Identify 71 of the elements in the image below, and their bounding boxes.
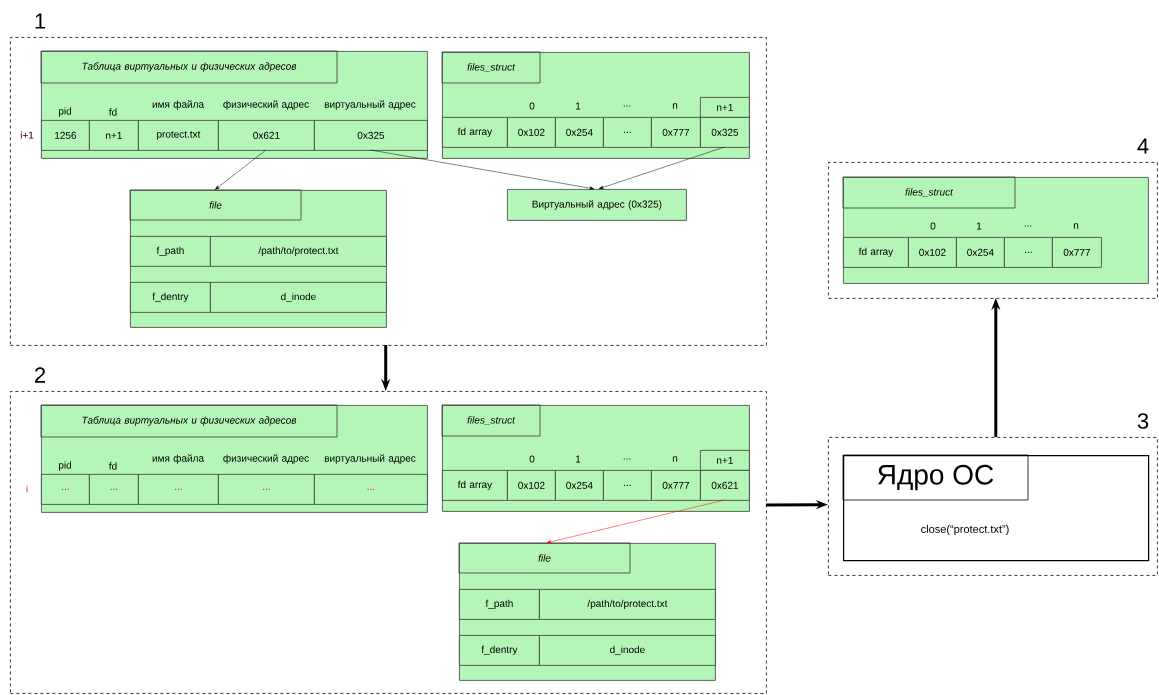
table-cell: 0x325 <box>314 120 428 151</box>
table-cell: 0x777 <box>1052 237 1102 268</box>
column-header: n <box>672 103 678 109</box>
table-cell: ... <box>138 474 219 505</box>
title-tab: Таблица виртуальных и физических адресов <box>40 50 338 84</box>
table-cell: 0x102 <box>507 117 556 148</box>
table-cell: ... <box>89 474 139 505</box>
table-cell: f_dentry <box>130 282 211 313</box>
title-tab: file <box>458 542 631 574</box>
table-cell: 0x325 <box>700 117 750 148</box>
column-header: n <box>672 456 678 462</box>
row-label: i <box>26 485 28 493</box>
table-cell: f_dentry <box>459 635 540 666</box>
table-cell: ... <box>41 474 90 505</box>
column-header: физический адрес <box>223 100 309 110</box>
column-header: физический адрес <box>223 454 309 464</box>
title-tab: Таблица виртуальных и физических адресов <box>40 404 338 438</box>
table-cell: 0x254 <box>555 117 604 148</box>
table-cell: fd array <box>843 237 909 268</box>
title-tab: files_struct <box>842 176 1016 209</box>
column-header: pid <box>59 107 72 117</box>
column-header: 1 <box>576 102 581 110</box>
group-number: 4 <box>1137 138 1149 154</box>
title-tab: file <box>129 189 302 221</box>
column-header: fd <box>109 108 117 116</box>
column-header: ... <box>1024 225 1032 227</box>
table-cell: Виртуальный адрес (0x325) <box>507 189 687 221</box>
table-cell: 1256 <box>41 120 90 151</box>
table-cell: ... <box>314 474 428 505</box>
group-number: 3 <box>1137 413 1149 429</box>
column-header: ... <box>623 458 631 460</box>
column-header: имя файла <box>152 100 204 110</box>
table-cell: fd array <box>442 117 508 148</box>
column-header: имя файла <box>152 454 204 464</box>
table-cell: f_path <box>459 589 540 620</box>
column-header: 0 <box>529 455 535 463</box>
row-label: i+1 <box>20 131 34 139</box>
column-header: виртуальный адрес <box>324 454 416 464</box>
table-cell: fd array <box>442 470 508 501</box>
table-cell: protect.txt <box>138 120 219 151</box>
group-number: 2 <box>35 367 46 383</box>
table-cell: 0x621 <box>218 120 315 151</box>
column-header: 0 <box>529 102 535 110</box>
column-header: 0 <box>930 222 936 230</box>
table-cell: f_path <box>130 236 211 267</box>
table-cell: 0x777 <box>651 117 701 148</box>
table-cell: 0x254 <box>555 470 604 501</box>
table-cell: 0x254 <box>956 237 1005 268</box>
column-header: ... <box>623 105 631 107</box>
table-cell: ... <box>1004 237 1053 268</box>
column-header: 1 <box>977 222 982 230</box>
table-cell: 0x777 <box>651 470 701 501</box>
title-tab: Ядро ОС <box>842 454 1029 501</box>
column-header: 1 <box>576 455 581 463</box>
table-cell: ... <box>603 117 652 148</box>
table-cell: ... <box>603 470 652 501</box>
table-cell: 0x102 <box>908 237 957 268</box>
column-header: n <box>1073 223 1079 229</box>
column-header: виртуальный адрес <box>324 100 416 110</box>
table-cell: n+1 <box>700 97 750 118</box>
title-tab: files_struct <box>441 404 541 437</box>
table-cell: 0x621 <box>700 470 750 501</box>
table-cell: 0x102 <box>507 470 556 501</box>
column-header: pid <box>59 461 72 471</box>
column-header: fd <box>109 462 117 470</box>
group-number: 1 <box>35 13 46 29</box>
call-text: close(“protect.txt”) <box>921 524 1009 536</box>
title-tab: files_struct <box>441 51 541 84</box>
table-cell: ... <box>218 474 315 505</box>
table-cell: n+1 <box>700 450 750 471</box>
table-cell: n+1 <box>89 120 139 151</box>
